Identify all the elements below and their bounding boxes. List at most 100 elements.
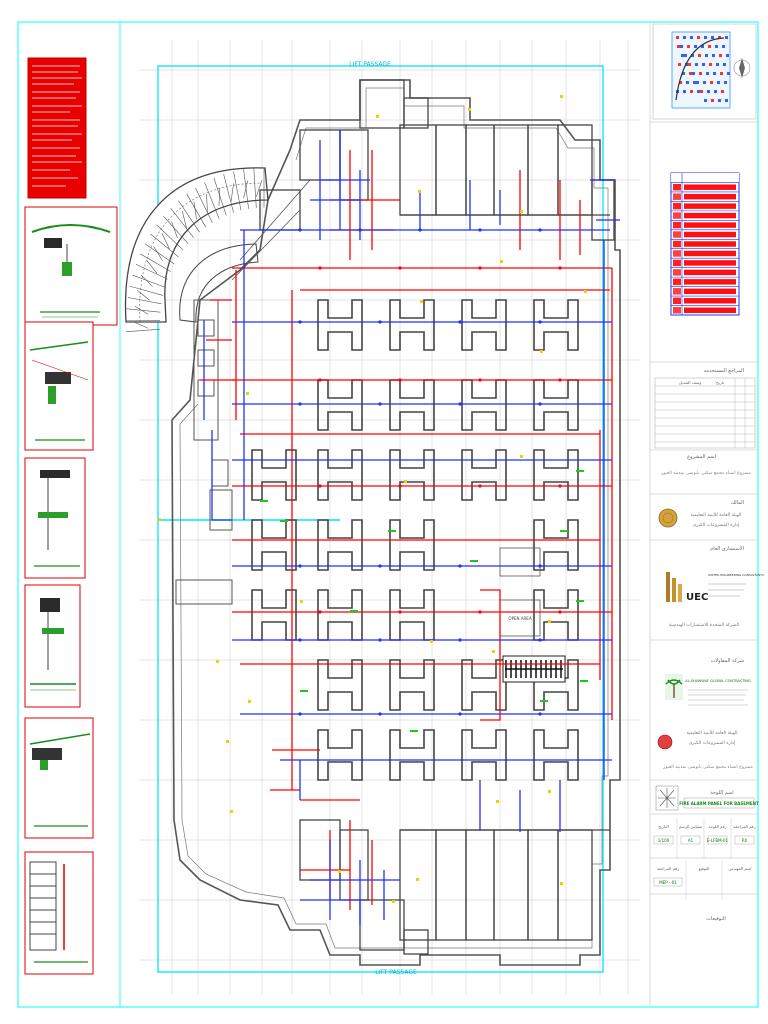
alarm-device xyxy=(226,740,229,743)
detail-2-sketch xyxy=(29,341,89,441)
ramp-truss xyxy=(134,305,149,315)
key-plan-cell xyxy=(686,81,689,84)
red-node xyxy=(558,266,562,270)
owner-title-label: المالك xyxy=(731,500,744,506)
blue-pipe-network xyxy=(203,130,620,925)
blue-node xyxy=(538,402,542,406)
red-node xyxy=(318,610,322,614)
blue-node xyxy=(298,638,302,642)
blue-node xyxy=(458,320,462,324)
blue-node xyxy=(298,228,302,232)
ramp-rib xyxy=(150,233,179,258)
legend-description xyxy=(684,203,736,209)
contractor-arabic-2: إدارة المشروعات الكبرى xyxy=(689,740,736,746)
blue-node xyxy=(538,712,542,716)
info-header: رقم المراجعة xyxy=(733,824,755,829)
legend-description xyxy=(684,260,736,266)
device-markers xyxy=(158,95,588,903)
palm-logo-icon xyxy=(665,674,683,700)
key-plan-cell xyxy=(711,99,714,102)
key-plan-cell xyxy=(704,36,707,39)
project-name-repeat: مشروع انشاء مجمع سكنى بابوشى بمدينة العب… xyxy=(662,764,753,770)
info-header: التاريخ xyxy=(658,824,668,829)
red-pipe-network xyxy=(200,150,613,910)
alarm-device xyxy=(158,518,161,521)
alarm-device xyxy=(376,115,379,118)
legend-description xyxy=(684,250,736,257)
legend-description xyxy=(684,231,736,238)
legend-symbol xyxy=(673,231,681,238)
key-plan-cell xyxy=(710,81,713,84)
red-node xyxy=(398,378,402,382)
north-arrow-icon xyxy=(655,785,679,811)
blue-node xyxy=(418,228,422,232)
ramp-rib xyxy=(135,264,168,280)
detector-tag xyxy=(576,470,584,472)
blue-node xyxy=(298,402,302,406)
uec-logo: UEC xyxy=(666,572,708,603)
info-value-box xyxy=(707,835,728,845)
ramp-truss xyxy=(153,246,163,261)
title-block: المراجع المستخدمه تاريخ وصف التعديل اسم … xyxy=(650,23,764,922)
consultant-title-label: الاستشارى العام xyxy=(710,546,744,552)
bottom-service-room xyxy=(359,899,405,951)
sheet-border xyxy=(17,21,759,1008)
curved-ramp xyxy=(124,167,269,333)
red-node xyxy=(318,484,322,488)
drawing-name: FIRE ALARM PANEL FOR BASEMENT xyxy=(679,801,759,806)
key-plan-cell xyxy=(717,81,720,84)
references-label: المراجع المستخدمه xyxy=(704,368,744,374)
legend-symbol xyxy=(673,288,681,295)
top-service-room xyxy=(403,97,429,129)
red-node xyxy=(398,266,402,270)
bottom-room xyxy=(435,829,467,941)
core-block xyxy=(389,589,435,641)
key-plan-cell xyxy=(701,45,704,48)
red-pipe-run xyxy=(329,820,373,910)
ramp-rib xyxy=(186,193,207,228)
stair xyxy=(502,655,566,683)
ramp-rib xyxy=(129,285,163,296)
core-block xyxy=(317,299,363,351)
top-room xyxy=(527,124,559,216)
stair-box xyxy=(499,547,541,577)
legend-symbol xyxy=(673,240,681,248)
ramp-rib xyxy=(253,167,257,208)
key-plan-cell xyxy=(705,54,708,57)
bottom-room xyxy=(493,829,529,941)
red-pipe-run xyxy=(270,749,320,791)
bottom-room xyxy=(399,829,437,941)
revision-date-header: تاريخ xyxy=(716,380,724,385)
uec-full-name: UNITED ENGINEERING CONSULTANTS xyxy=(708,573,764,577)
core-block xyxy=(389,659,435,711)
blue-node xyxy=(358,228,362,232)
red-node xyxy=(558,484,562,488)
key-plan-cell xyxy=(722,45,725,48)
legend-description xyxy=(684,193,736,200)
key-plan-cell xyxy=(704,99,707,102)
key-plan-cell xyxy=(695,63,698,66)
key-plan-cell xyxy=(702,63,705,66)
detail-5-sketch xyxy=(29,733,91,827)
alarm-device xyxy=(520,455,523,458)
key-plan-cell xyxy=(725,99,728,102)
ramp-truss xyxy=(193,201,197,220)
ramp-truss xyxy=(243,180,248,199)
key-plan-cell xyxy=(697,36,700,39)
key-plan-cell xyxy=(696,81,699,84)
red-node xyxy=(318,266,322,270)
red-node xyxy=(398,610,402,614)
key-plan-cell xyxy=(707,90,710,93)
legend-description xyxy=(684,288,736,295)
legend-symbol xyxy=(673,250,681,257)
bottom-room xyxy=(557,829,593,941)
core-block-left xyxy=(251,519,297,571)
red-node xyxy=(558,610,562,614)
core-block xyxy=(389,379,435,431)
key-plan-cell xyxy=(725,36,728,39)
legend-description xyxy=(684,212,736,219)
info-value-box xyxy=(653,835,674,845)
key-plan-cell xyxy=(723,63,726,66)
core-block xyxy=(389,449,435,501)
detector-tag xyxy=(388,530,396,532)
